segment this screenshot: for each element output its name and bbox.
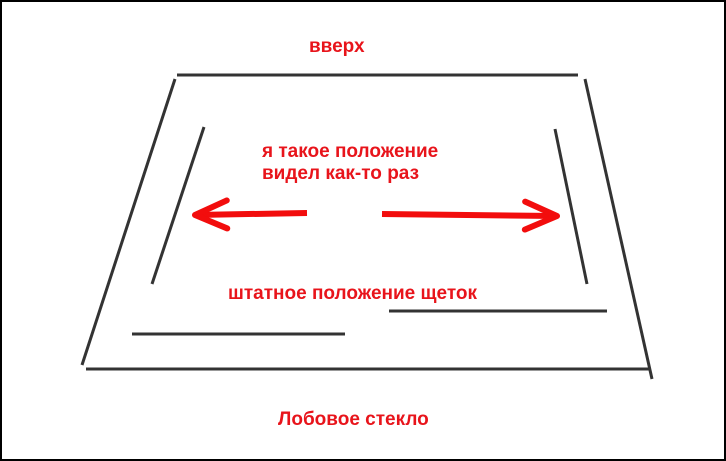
seen-position-line-1: я такое положение [262,141,439,162]
windshield-label: Лобовое стекло [278,409,429,430]
right-arrow [381,198,560,233]
windshield-right-edge [583,78,654,380]
stock-position-label: штатное положение щеток [228,283,478,304]
left-arrow [192,197,308,232]
left-wiper-vertical [150,126,206,285]
top-direction-label: вверх [309,36,365,57]
seen-position-label: я такое положение видел как-то раз [262,141,438,185]
right-wiper-vertical [553,128,589,285]
seen-position-line-2: видел как-то раз [262,163,420,184]
windshield-left-edge [80,78,177,366]
